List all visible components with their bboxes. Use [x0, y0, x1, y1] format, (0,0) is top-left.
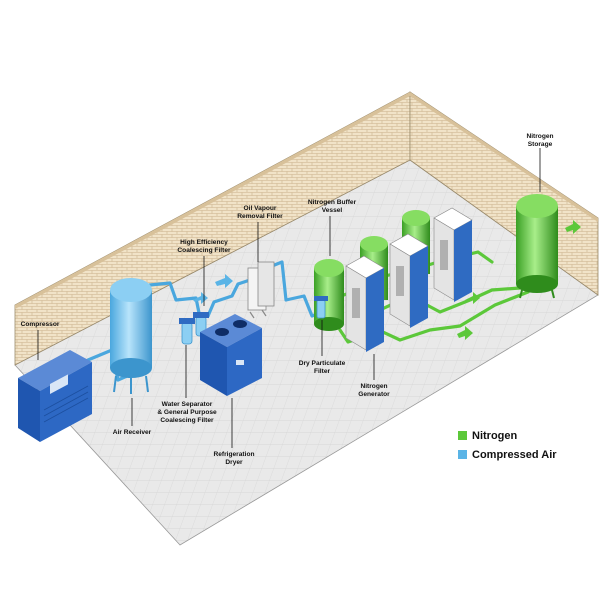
label-buffer-2: Vessel	[322, 207, 343, 214]
compressor	[18, 350, 92, 442]
label-water-separator-3: Coalescing Filter	[160, 417, 214, 424]
legend-label-nitrogen: Nitrogen	[472, 430, 518, 442]
room	[14, 91, 599, 546]
nitrogen-generator-1	[345, 255, 385, 352]
label-buffer-1: Nitrogen Buffer	[308, 199, 357, 206]
label-oil-vapour-2: Removal Filter	[237, 213, 283, 220]
nitrogen-arrow-1	[457, 326, 473, 340]
leader-lines	[37, 148, 541, 448]
label-dry-particulate-1: Dry Particulate	[299, 360, 346, 367]
equipment-labels: Compressor Air Receiver Water Separator …	[21, 133, 554, 466]
label-high-efficiency-1: High Efficiency	[180, 239, 228, 246]
label-storage-2: Storage	[528, 141, 553, 148]
label-refrigeration-2: Dryer	[225, 459, 243, 466]
refrigeration-dryer	[200, 314, 262, 396]
label-generator-1: Nitrogen	[360, 383, 387, 390]
label-air-receiver: Air Receiver	[113, 429, 152, 436]
nitrogen-buffer-vessel	[314, 259, 344, 331]
nitrogen-arrow-2	[565, 220, 581, 234]
label-refrigeration-1: Refrigeration	[213, 451, 254, 458]
legend-swatch-compressed-air	[458, 450, 467, 459]
legend: Nitrogen Compressed Air	[458, 430, 557, 461]
nitrogen-generator-3	[433, 207, 473, 302]
dry-particulate-filter	[314, 296, 328, 319]
nitrogen-storage-tank	[516, 194, 558, 299]
label-storage-1: Nitrogen	[526, 133, 553, 140]
label-oil-vapour-1: Oil Vapour	[244, 205, 277, 212]
air-vent-arrow-1	[215, 274, 233, 288]
legend-label-compressed-air: Compressed Air	[472, 449, 557, 461]
oil-vapour-filter	[247, 261, 275, 319]
legend-swatch-nitrogen	[458, 431, 467, 440]
label-generator-2: Generator	[358, 391, 390, 398]
label-water-separator-1: Water Separator	[162, 401, 213, 408]
water-separator-filter	[179, 318, 195, 345]
label-compressor: Compressor	[21, 321, 60, 328]
label-high-efficiency-2: Coalescing Filter	[177, 247, 231, 254]
nitrogen-arrow-3	[465, 292, 480, 304]
label-water-separator-2: & General Purpose	[157, 409, 217, 416]
air-receiver	[110, 278, 152, 394]
label-dry-particulate-2: Filter	[314, 368, 331, 375]
nitrogen-generator-2	[389, 233, 429, 328]
